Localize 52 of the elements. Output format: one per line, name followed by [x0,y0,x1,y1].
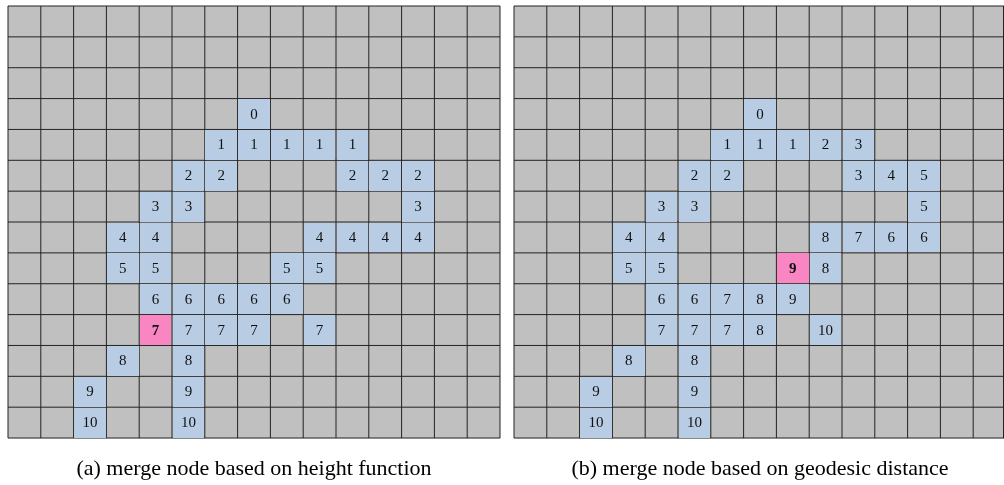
distance-cell: 2 [369,160,402,191]
distance-cell: 2 [205,160,238,191]
distance-cell: 1 [711,129,744,160]
panel-caption: (b) merge node based on geodesic distance [571,455,949,481]
distance-cell: 0 [238,99,270,129]
distance-cell: 6 [172,284,205,315]
distance-cell: 7 [205,315,238,345]
distance-cell: 6 [139,284,172,315]
distance-cell: 5 [303,253,336,284]
distance-cell: 8 [809,253,842,284]
distance-cell: 2 [402,160,434,191]
distance-cell: 6 [678,284,711,315]
distance-cell: 6 [205,284,238,315]
distance-cell: 7 [711,284,744,315]
distance-cell: 6 [645,284,678,315]
distance-cell: 9 [580,376,612,407]
distance-cell: 7 [172,315,205,345]
distance-cell: 6 [875,222,908,253]
distance-cell: 6 [238,284,270,315]
distance-cell: 7 [678,315,711,345]
distance-cell: 9 [74,376,106,407]
distance-cell: 1 [238,129,270,160]
merge-node-cell: 7 [139,315,172,345]
distance-cell: 5 [106,253,139,284]
distance-cell: 10 [809,315,842,345]
distance-cell: 4 [875,160,908,191]
distance-cell: 3 [402,191,434,222]
distance-cell: 1 [205,129,238,160]
distance-cell: 1 [744,129,776,160]
distance-cell: 6 [270,284,303,315]
distance-cell: 8 [744,284,776,315]
distance-cell: 5 [612,253,645,284]
distance-cell: 9 [776,284,809,315]
distance-cell: 8 [744,315,776,345]
distance-cell: 2 [711,160,744,191]
distance-cell: 10 [74,407,106,438]
distance-cell: 0 [744,99,776,129]
distance-cell: 5 [139,253,172,284]
panel-caption: (a) merge node based on height function [76,455,432,481]
distance-cell: 7 [711,315,744,345]
merge-node-cell: 9 [776,253,809,284]
distance-cell: 5 [270,253,303,284]
distance-cell: 7 [303,315,336,345]
distance-cell: 7 [238,315,270,345]
distance-cell: 4 [369,222,402,253]
distance-cell: 10 [580,407,612,438]
distance-cell: 5 [908,160,940,191]
distance-cell: 6 [908,222,940,253]
distance-cell: 5 [908,191,940,222]
distance-cell: 5 [645,253,678,284]
distance-cell: 4 [402,222,434,253]
distance-cell: 7 [645,315,678,345]
